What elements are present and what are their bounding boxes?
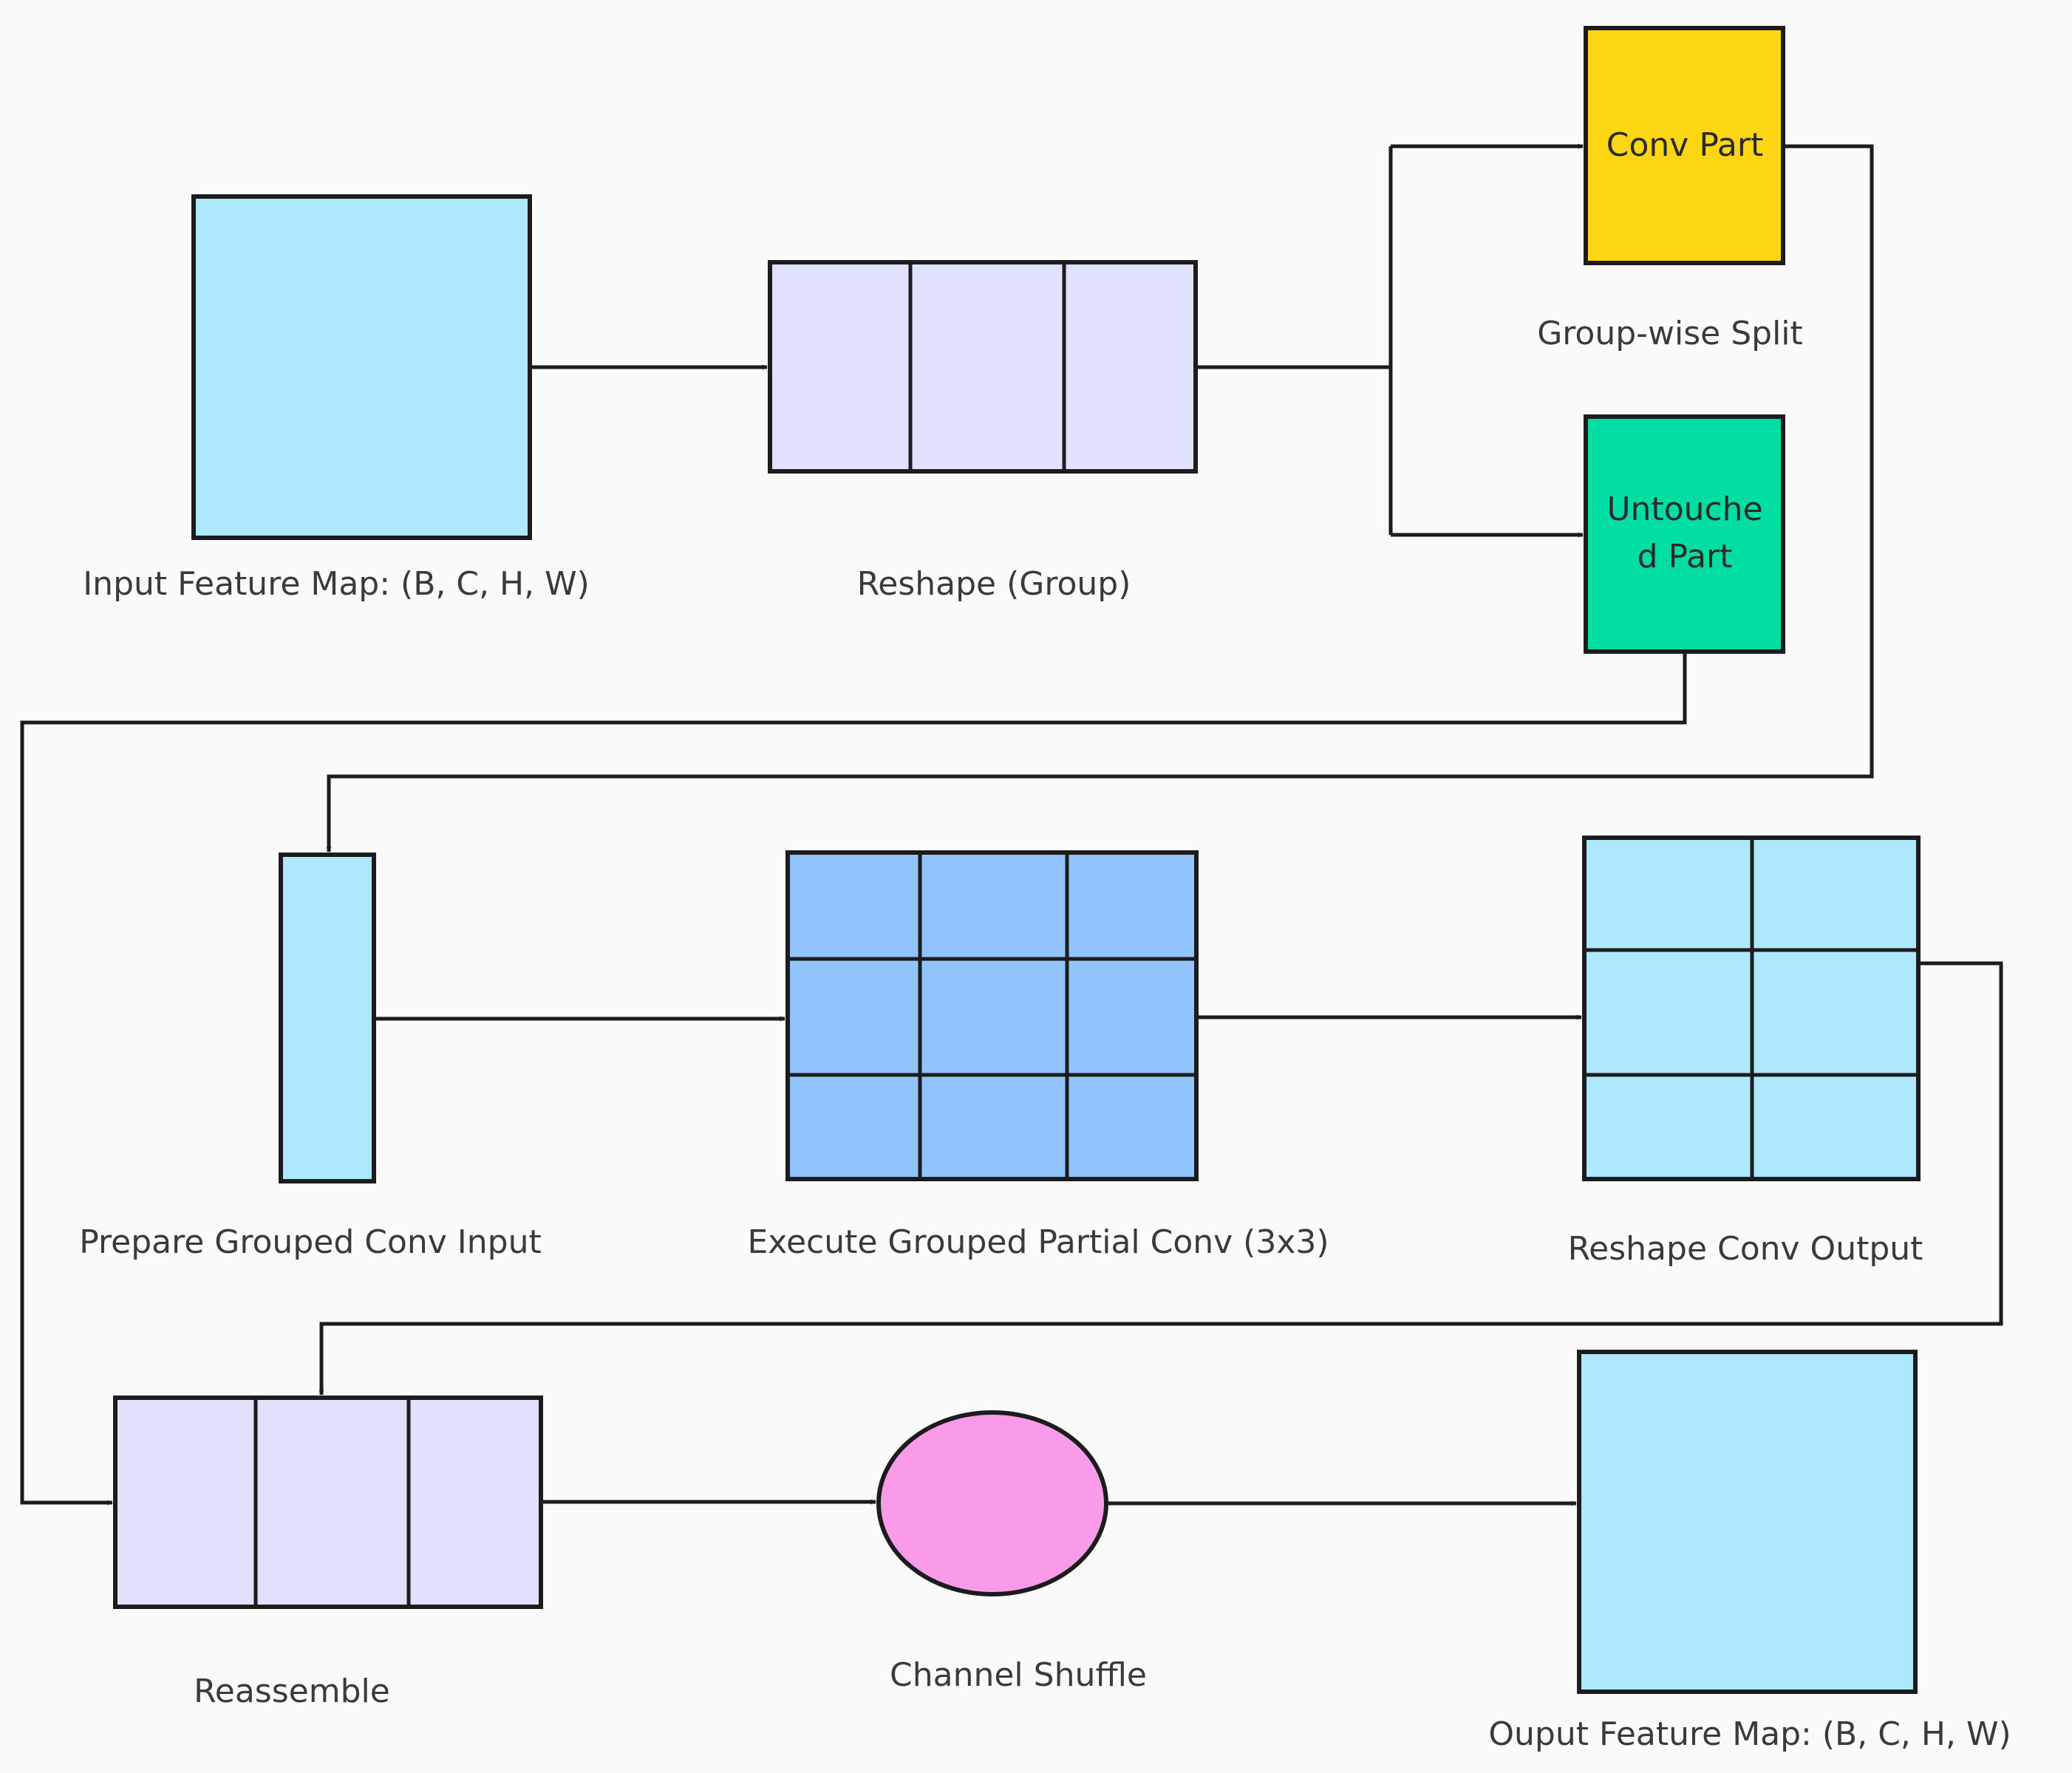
arrow-reshape-output-to-reassemble xyxy=(318,961,2003,1395)
output-feature-map-box xyxy=(1577,1350,1918,1694)
prepare-input-label: Prepare Grouped Conv Input xyxy=(79,1223,541,1261)
execute-conv-grid xyxy=(785,850,1199,1181)
reshape-output-grid xyxy=(1582,836,1921,1181)
arrow-conv-part-to-prepare xyxy=(326,144,1874,853)
reassemble-box xyxy=(113,1395,543,1609)
untouched-part-box xyxy=(1584,414,1785,654)
conv-part-box xyxy=(1584,26,1785,265)
input-feature-map-box xyxy=(191,194,532,540)
arrow-untouched-to-reassemble xyxy=(20,652,1687,1506)
output-feature-map-label: Ouput Feature Map: (B, C, H, W) xyxy=(1488,1715,2011,1753)
reshape-group-label: Reshape (Group) xyxy=(857,565,1131,603)
execute-conv-label: Execute Grouped Partial Conv (3x3) xyxy=(747,1223,1329,1261)
input-feature-map-label: Input Feature Map: (B, C, H, W) xyxy=(83,565,590,603)
channel-shuffle-label: Channel Shuffle xyxy=(890,1656,1147,1694)
channel-shuffle-node xyxy=(876,1410,1108,1596)
reshape-group-box xyxy=(768,260,1198,474)
untouched-part-label-line2: d Part xyxy=(1638,538,1733,575)
prepare-input-box xyxy=(279,853,376,1183)
connectors xyxy=(20,143,2003,1506)
reshape-output-label: Reshape Conv Output xyxy=(1568,1230,1923,1268)
reassemble-label: Reassemble xyxy=(194,1673,390,1710)
group-wise-split-label: Group-wise Split xyxy=(1537,315,1803,352)
conv-part-label: Conv Part xyxy=(1606,126,1763,164)
untouched-part-label-line1: Untouche xyxy=(1606,491,1762,528)
